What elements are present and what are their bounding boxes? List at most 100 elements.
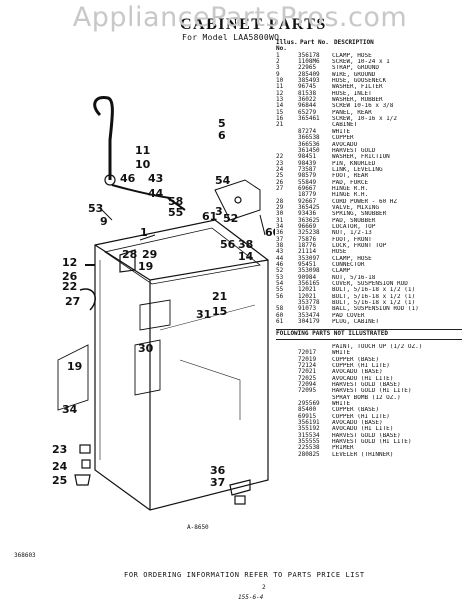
part-no: 1108M6 [298,58,320,66]
description: WHITE [332,400,351,407]
illus-no: 3 [276,64,280,72]
description: WHITE [332,350,351,357]
callout-61: 61 [202,210,217,223]
description: WASHER, RUBBER [332,97,383,104]
part-no: 21114 [298,248,317,256]
illus-no: 13 [276,96,284,104]
callout-9: 9 [100,215,108,228]
diagram-code: A-8650 [187,524,209,531]
part-no: 87274 [298,127,317,135]
parts-row: 295569 WHITE [276,399,462,407]
callout-23: 23 [52,443,67,456]
part-no: 280825 [298,450,320,458]
illus-no: 1 [276,51,280,59]
illus-no: 37 [276,235,284,243]
part-no: 353097 [298,254,320,262]
illus-no: 9 [276,70,280,78]
illus-no: 36 [276,229,284,237]
description: COPPER (BASE) [332,407,379,414]
callout-24: 24 [52,460,68,473]
illus-no: 25 [276,172,284,180]
cabinet-body [94,219,269,511]
callout-44: 44 [148,187,164,200]
part-no: 315534 [298,431,320,439]
illus-no: 38 [276,242,284,249]
callout-34: 34 [62,403,78,416]
illus-no: 24 [276,165,284,173]
description: COPPER (BASE) [332,356,379,363]
description: COPPER (HI LITE) [332,413,390,420]
part-no: 91073 [298,305,317,313]
part-no: 355555 [298,437,320,445]
callout-6: 6 [218,129,226,142]
part-no: 95451 [298,261,317,269]
description: LINK, LEVELING [332,166,383,173]
header-description: DESCRIPTION [334,39,374,46]
callout-46: 46 [120,172,136,185]
description: CONNECTOR [332,262,365,269]
callout-14: 14 [238,250,254,263]
part-no: 92667 [298,197,317,205]
hose-assembly [93,95,186,221]
description: PRIMER [332,445,354,452]
illus-no: 22 [276,153,284,161]
illus-no: 56 [276,292,284,300]
description: PAD COVER [332,312,365,319]
description: PAD, FORCE [332,179,369,186]
illus-no: 10 [276,77,284,85]
part-no: 18779 [298,191,317,199]
illus-no: 53 [276,273,284,281]
callout-21: 21 [212,290,227,303]
description: FOOT, REAR [332,173,369,180]
callout-37: 37 [210,476,225,489]
description: SPRING, SNUBBER [332,211,387,218]
part-no: 93436 [298,210,317,218]
side-code: 368603 [14,552,36,559]
part-no: 285409 [298,70,320,78]
description: AVOCADO (HI LITE) [332,375,394,382]
part-no: 295569 [298,399,320,407]
callout-28: 28 [122,248,137,261]
illus-no: 46 [276,261,284,269]
description: WASHER, FILTER [332,84,383,91]
rear-panel [57,344,89,411]
description: HARVEST GOLD (HI LITE) [332,438,412,445]
watermark-text: AppliancePartsPros.com [72,2,408,33]
part-no: 356178 [298,51,320,59]
exploded-diagram: 5 6 11 10 46 43 44 53 9 58 55 54 3 61 52… [40,60,275,515]
part-no: 72094 [298,380,317,388]
part-no: 304179 [298,318,320,326]
illus-no: 55 [276,286,284,294]
part-no: 361450 [298,146,320,154]
illus-no: 21 [276,121,284,129]
description: STRAP, GROUND [332,65,379,72]
callout-27: 27 [65,295,80,308]
part-no: 366538 [298,134,320,142]
leveling-feet [74,444,251,505]
callout-19b: 19 [67,360,82,373]
